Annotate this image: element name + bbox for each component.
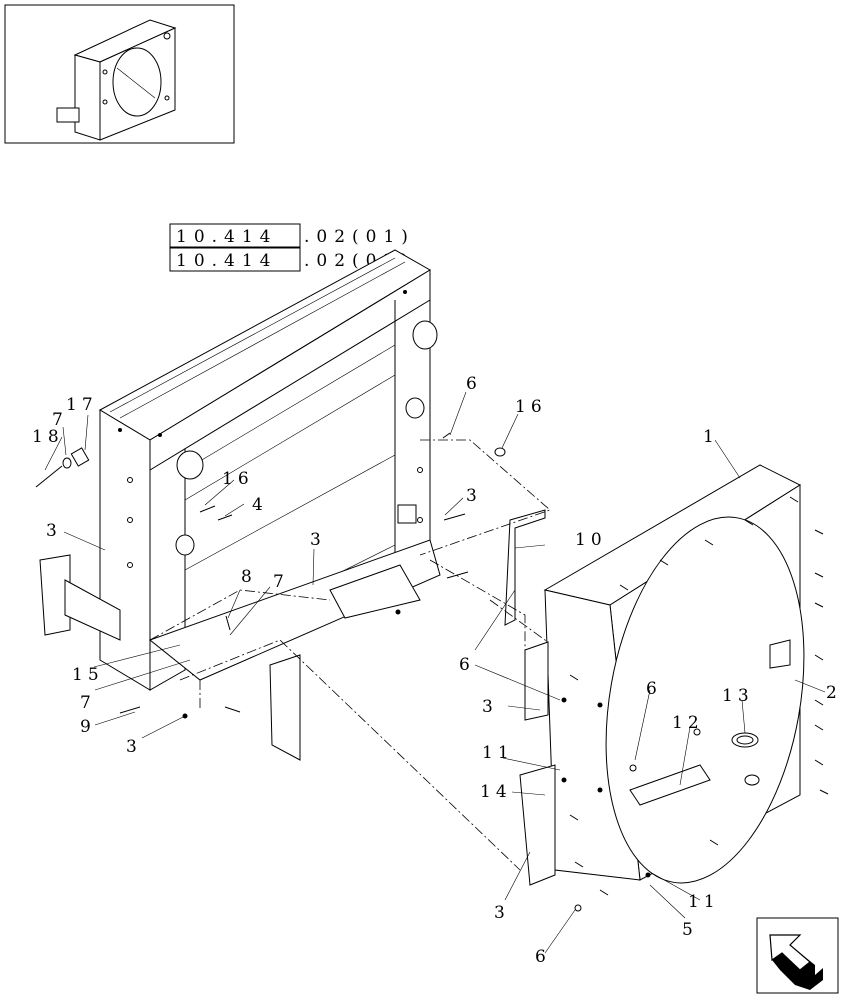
reference-box-1-boxed-text: 10.414 <box>176 227 277 247</box>
callout-3-shroud-bottom[interactable]: 3 <box>494 903 510 923</box>
callout-11-upper[interactable]: 11 <box>482 743 514 763</box>
callout-18[interactable]: 18 <box>32 427 64 447</box>
callout-7-lower[interactable]: 7 <box>80 693 96 713</box>
callout-3-bottom-left[interactable]: 3 <box>126 737 142 757</box>
callout-2[interactable]: 2 <box>826 683 842 703</box>
callout-3-left[interactable]: 3 <box>46 521 62 541</box>
reference-box-2-boxed-text: 10.414 <box>176 251 277 271</box>
callout-1[interactable]: 1 <box>703 427 719 447</box>
callout-13[interactable]: 13 <box>722 686 754 706</box>
callout-9[interactable]: 9 <box>80 717 96 737</box>
callout-16-right[interactable]: 16 <box>515 397 547 417</box>
callout-7-middle[interactable]: 7 <box>273 572 289 592</box>
callout-10[interactable]: 10 <box>575 530 607 550</box>
callout-6-bottom[interactable]: 6 <box>535 947 551 967</box>
callout-5[interactable]: 5 <box>682 920 698 940</box>
callout-7-upper-left[interactable]: 7 <box>52 410 68 430</box>
reference-box-1[interactable]: 10.414 .02(01) <box>169 223 415 248</box>
callout-14[interactable]: 14 <box>480 782 512 802</box>
callout-3-shroud-left[interactable]: 3 <box>482 697 498 717</box>
callout-6-shroud-inner[interactable]: 6 <box>646 679 662 699</box>
callout-6-shroud-left[interactable]: 6 <box>459 655 475 675</box>
callout-17[interactable]: 17 <box>66 395 98 415</box>
callout-8[interactable]: 8 <box>241 567 257 587</box>
leader-lines <box>44 391 826 954</box>
reference-box-1-suffix-text: .02(01) <box>304 227 415 247</box>
callout-11-lower[interactable]: 11 <box>688 892 720 912</box>
shroud-hardware <box>561 496 829 912</box>
callout-6-top[interactable]: 6 <box>466 374 482 394</box>
navigation-arrow-icon[interactable] <box>756 917 839 994</box>
fan-shroud <box>519 464 805 886</box>
callout-4[interactable]: 4 <box>252 495 268 515</box>
hardware-bolts-left <box>35 432 506 719</box>
radiator-frame-assembly <box>39 249 441 691</box>
callout-3-bottom-plate[interactable]: 3 <box>310 530 326 550</box>
callout-15[interactable]: 15 <box>72 665 104 685</box>
callout-labels: 17 7 18 3 16 4 6 16 3 3 8 7 15 7 9 3 1 1… <box>32 374 842 967</box>
callout-16-left[interactable]: 16 <box>222 469 254 489</box>
support-brackets <box>269 509 546 761</box>
callout-3-center[interactable]: 3 <box>466 486 482 506</box>
callout-12[interactable]: 12 <box>672 713 704 733</box>
locator-thumbnail[interactable] <box>4 4 235 144</box>
